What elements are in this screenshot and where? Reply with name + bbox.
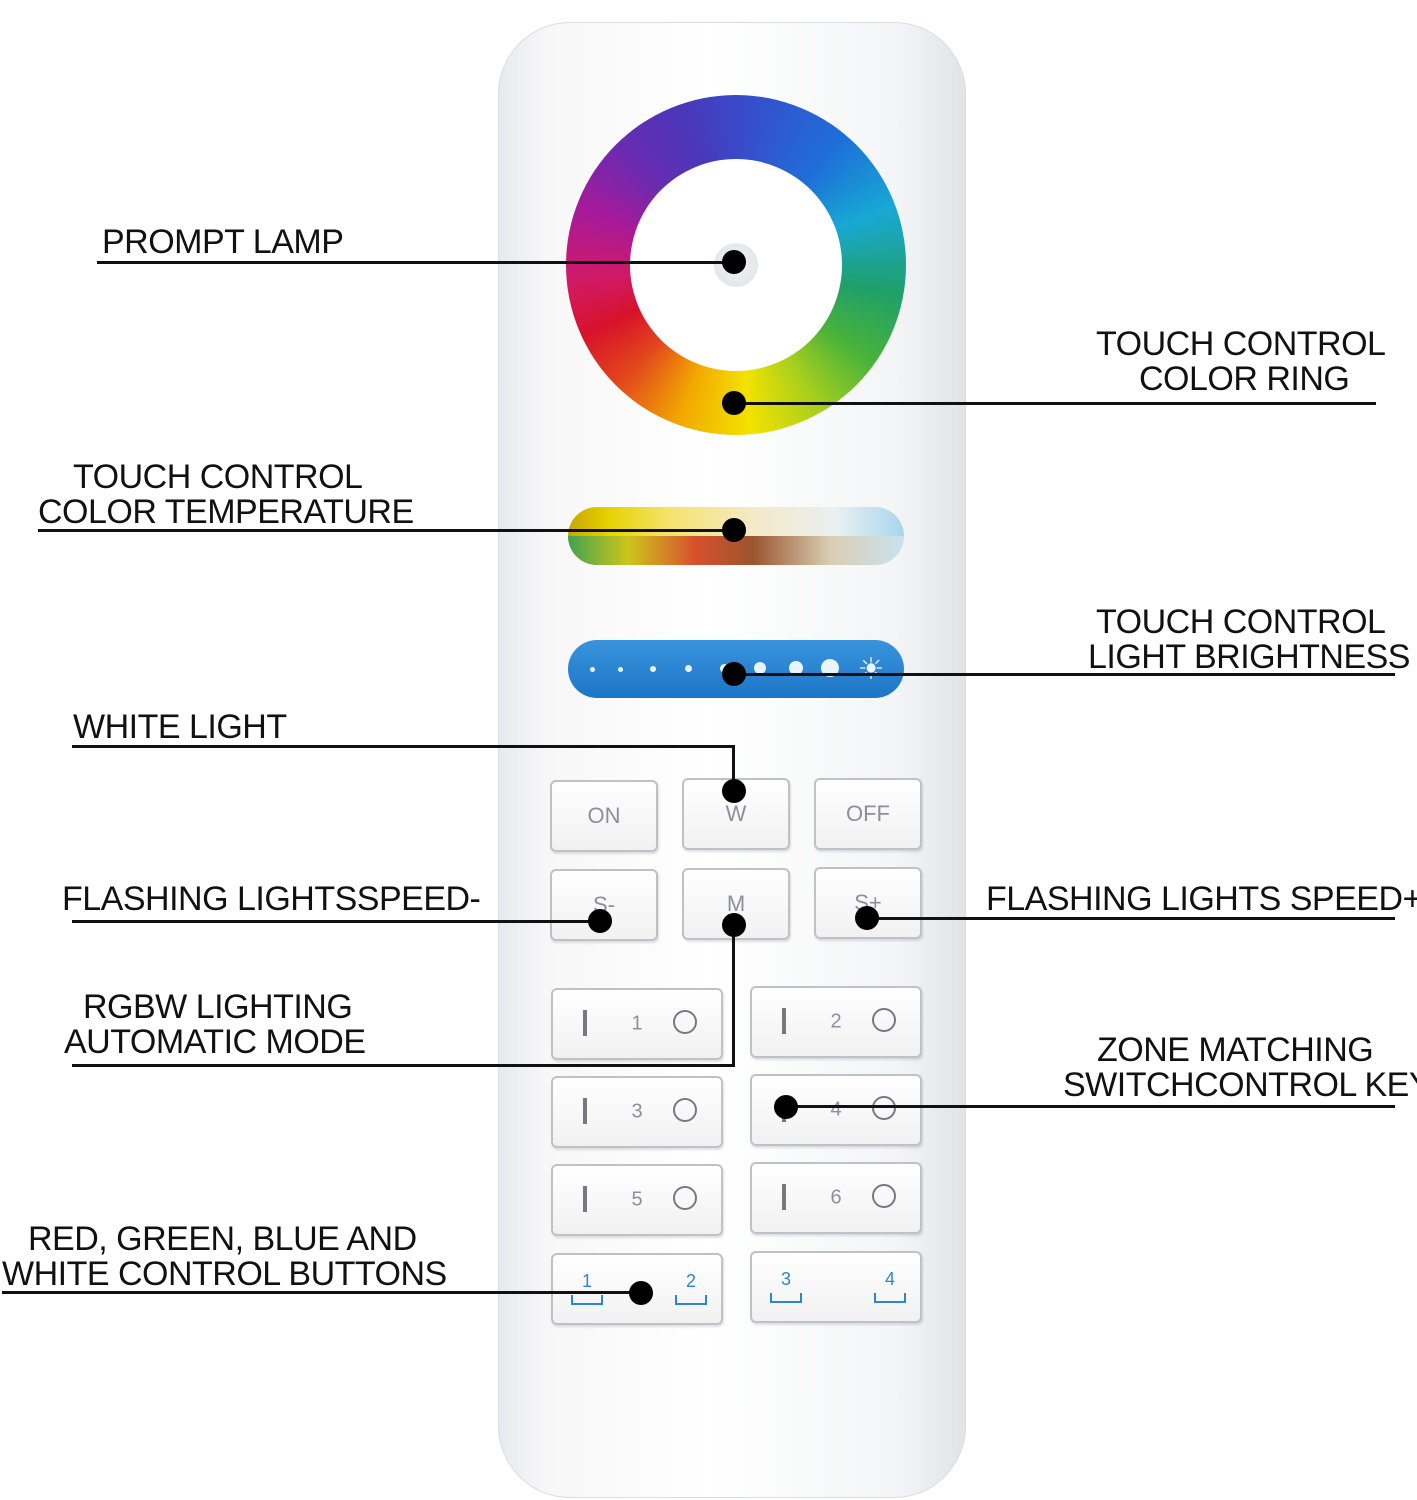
rgbw-key-right[interactable]: 3 4: [750, 1251, 922, 1323]
callout-rgbw-2: WHITE CONTROL BUTTONS: [2, 1255, 447, 1293]
channel-2-number: 2: [685, 1271, 696, 1291]
pin-zone: [774, 1095, 798, 1119]
zone-3-key[interactable]: 3: [551, 1076, 723, 1148]
zone-on-icon: [782, 1008, 786, 1034]
zone-on-icon: [583, 1010, 587, 1036]
callout-auto-mode-2: AUTOMATIC MODE: [64, 1023, 366, 1061]
channel-tray-icon: [770, 1293, 802, 1303]
callout-speed-minus: FLASHING LIGHTSSPEED-: [62, 880, 481, 918]
brightness-dot-3: [650, 666, 656, 672]
off-button-label: OFF: [846, 801, 890, 826]
leader-auto-mode-v: [732, 924, 735, 1067]
pin-speed-plus: [855, 906, 879, 930]
callout-color-temp-1: TOUCH CONTROL: [73, 458, 363, 496]
pin-rgbw: [629, 1281, 653, 1305]
channel-tray-icon: [571, 1295, 603, 1305]
zone-6-key[interactable]: 6: [750, 1162, 922, 1234]
leader-speed-minus: [72, 920, 600, 923]
channel-1-icon: 1: [567, 1271, 607, 1311]
leader-zone: [786, 1105, 1395, 1108]
leader-brightness: [733, 673, 1395, 676]
callout-brightness-2: LIGHT BRIGHTNESS: [1088, 638, 1411, 676]
white-button-label: W: [725, 801, 747, 826]
zone-3-number: 3: [631, 1100, 643, 1123]
zone-1-key[interactable]: 1: [551, 988, 723, 1060]
leader-white-light-h: [72, 745, 735, 748]
channel-4-number: 4: [884, 1269, 895, 1289]
on-button[interactable]: ON: [550, 780, 658, 852]
zone-off-icon: [872, 1096, 896, 1120]
pin-color-ring: [722, 391, 746, 415]
brightness-dot-7: [789, 661, 803, 675]
pin-auto-mode: [722, 913, 746, 937]
callout-auto-mode-1: RGBW LIGHTING: [83, 988, 353, 1026]
callout-zone-1: ZONE MATCHING: [1097, 1031, 1374, 1069]
channel-3-number: 3: [780, 1269, 791, 1289]
zone-off-icon: [673, 1010, 697, 1034]
leader-speed-plus: [867, 917, 1395, 920]
brightness-dot-6: [754, 662, 766, 674]
off-button[interactable]: OFF: [814, 778, 922, 850]
zone-on-icon: [782, 1184, 786, 1210]
callout-color-ring-1: TOUCH CONTROL: [1096, 325, 1386, 363]
brightness-dot-1: [590, 667, 595, 672]
leader-white-light-v: [732, 745, 735, 791]
brightness-dot-2: [618, 667, 623, 672]
channel-4-icon: 4: [870, 1269, 910, 1309]
callout-white-light: WHITE LIGHT: [73, 708, 287, 746]
zone-5-key[interactable]: 5: [551, 1164, 723, 1236]
leader-prompt-lamp: [97, 261, 735, 264]
sun-icon: ☀: [857, 652, 885, 687]
on-button-label: ON: [587, 803, 621, 828]
zone-off-icon: [673, 1098, 697, 1122]
callout-speed-plus: FLASHING LIGHTS SPEED+: [986, 880, 1417, 918]
callout-zone-2: SWITCHCONTROL KEY: [1063, 1066, 1417, 1104]
leader-auto-mode-h: [72, 1064, 735, 1067]
leader-rgbw: [2, 1291, 642, 1294]
brightness-dot-4: [685, 665, 692, 672]
zone-1-number: 1: [631, 1012, 643, 1035]
leader-color-ring: [733, 402, 1376, 405]
pin-white-light: [722, 779, 746, 803]
channel-tray-icon: [675, 1295, 707, 1305]
callout-rgbw-1: RED, GREEN, BLUE AND: [28, 1220, 417, 1258]
callout-prompt-lamp: PROMPT LAMP: [102, 223, 344, 261]
pin-brightness: [722, 662, 746, 686]
pin-color-temp: [722, 518, 746, 542]
zone-6-number: 6: [830, 1186, 842, 1209]
zone-off-icon: [673, 1186, 697, 1210]
zone-on-icon: [583, 1098, 587, 1124]
callout-color-ring-2: COLOR RING: [1139, 360, 1350, 398]
channel-1-number: 1: [581, 1271, 592, 1291]
zone-2-key[interactable]: 2: [750, 986, 922, 1058]
brightness-dot-8: [821, 659, 839, 677]
zone-5-number: 5: [631, 1188, 643, 1211]
channel-2-icon: 2: [671, 1271, 711, 1311]
zone-2-number: 2: [830, 1010, 842, 1033]
callout-color-temp-2: COLOR TEMPERATURE: [38, 493, 414, 531]
callout-brightness-1: TOUCH CONTROL: [1096, 603, 1386, 641]
channel-tray-icon: [874, 1293, 906, 1303]
zone-off-icon: [872, 1184, 896, 1208]
zone-off-icon: [872, 1008, 896, 1032]
channel-3-icon: 3: [766, 1269, 806, 1309]
pin-prompt-lamp: [722, 250, 746, 274]
leader-color-temp: [38, 529, 735, 532]
zone-4-number: 4: [830, 1098, 842, 1121]
mode-button-label: M: [726, 891, 746, 916]
zone-on-icon: [583, 1186, 587, 1212]
pin-speed-minus: [588, 909, 612, 933]
